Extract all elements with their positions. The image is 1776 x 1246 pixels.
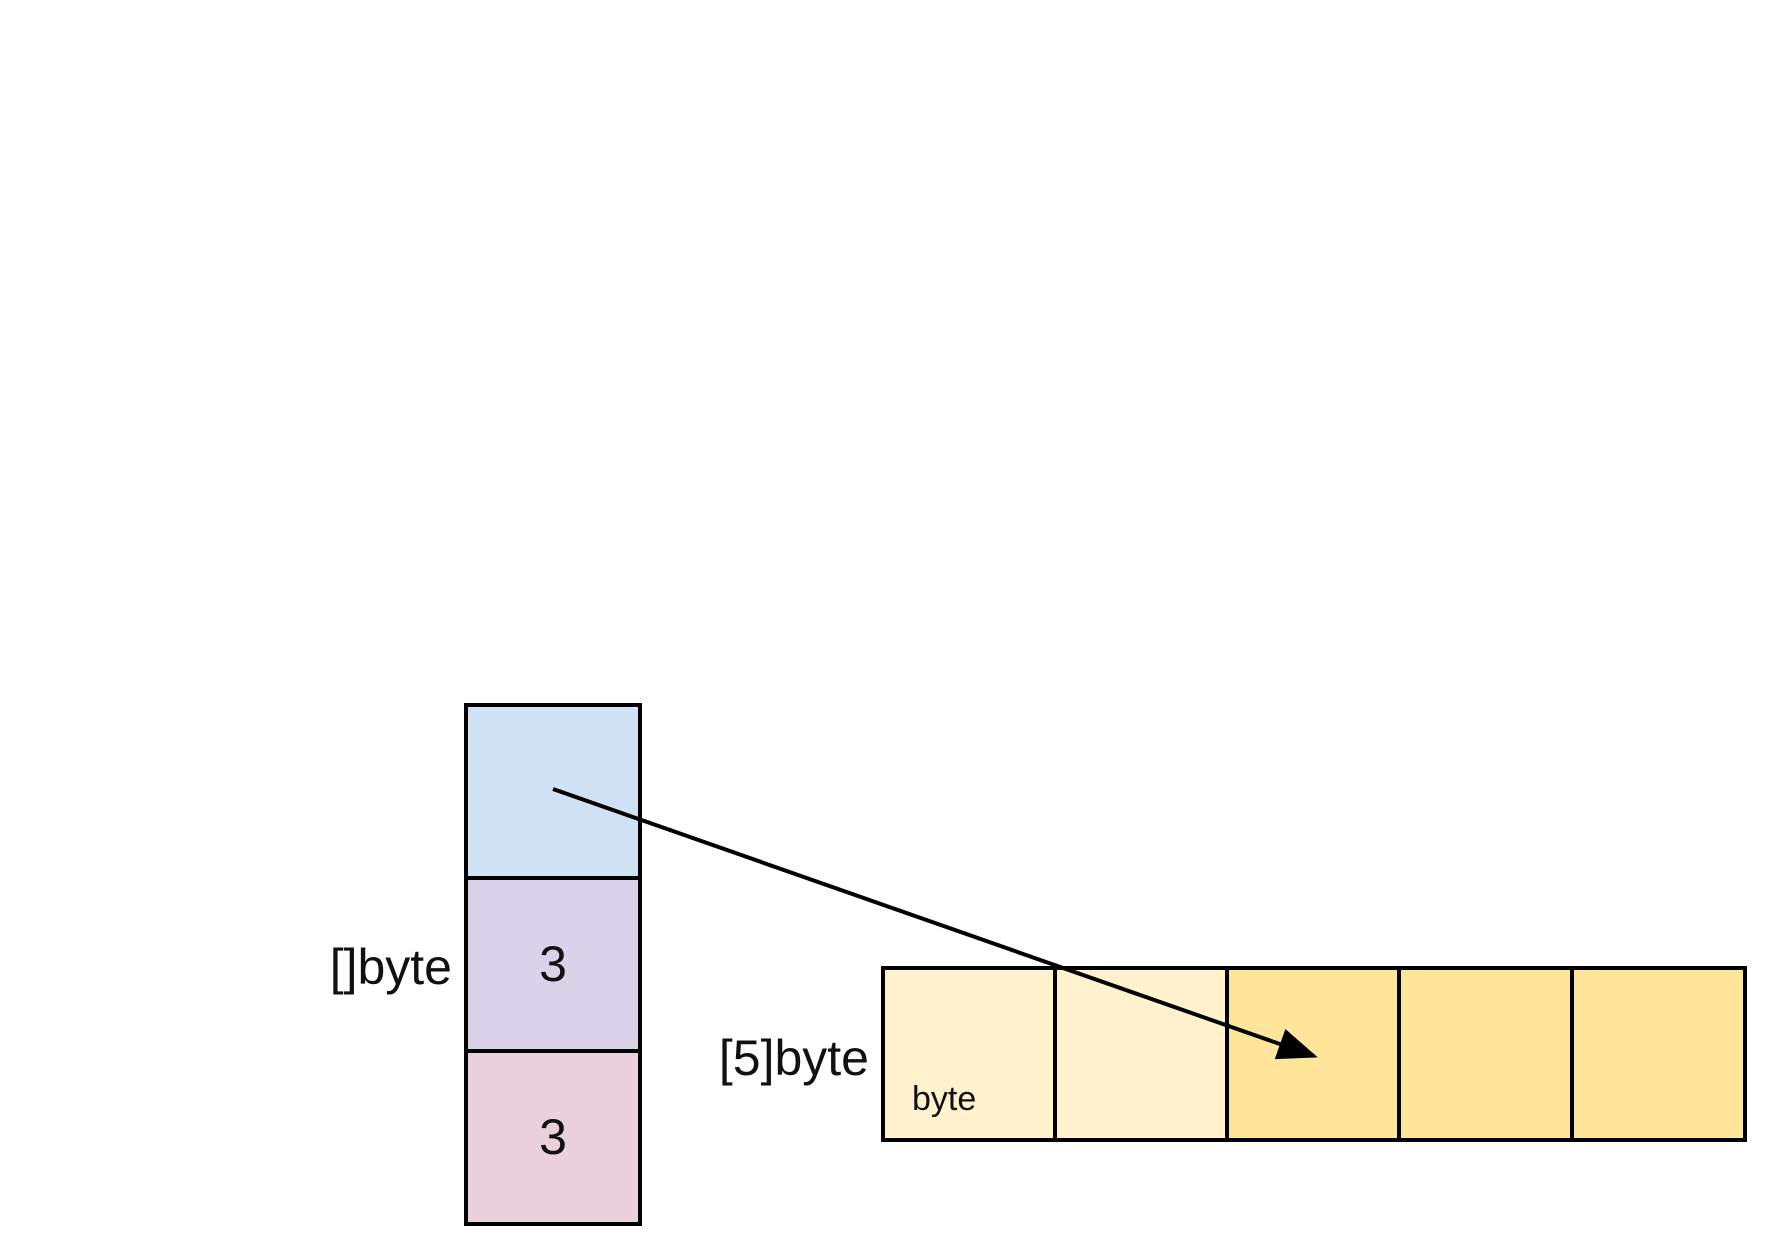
slice-header: 3 3	[464, 703, 642, 1226]
array-cell	[881, 966, 1057, 1142]
array-cell	[1570, 966, 1747, 1142]
backing-array: byte	[881, 966, 1747, 1142]
slice-length-field	[464, 876, 642, 1053]
slice-capacity-field	[464, 1049, 642, 1226]
array-cell	[1397, 966, 1574, 1142]
slice-length-value: 3	[539, 936, 567, 992]
slice-pointer-field	[464, 703, 642, 880]
slice-capacity-value: 3	[539, 1109, 567, 1165]
slice-type-label: []byte	[330, 939, 452, 995]
array-type-label: [5]byte	[719, 1030, 869, 1086]
pointer-arrow	[552, 787, 1318, 1060]
array-element-label: byte	[912, 1080, 976, 1118]
